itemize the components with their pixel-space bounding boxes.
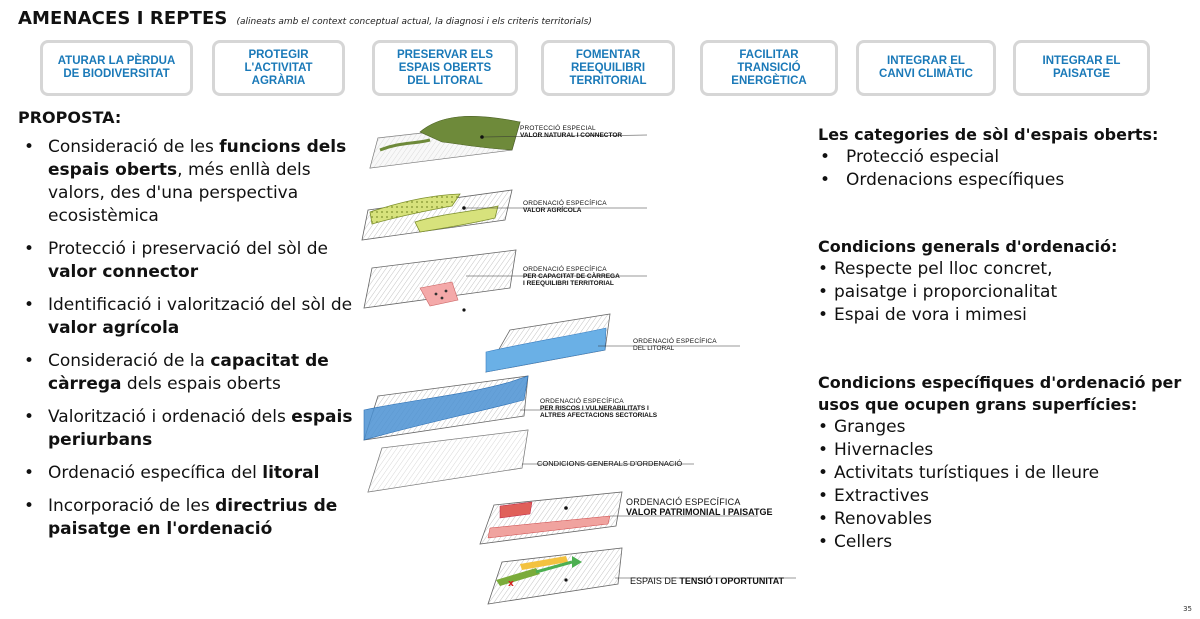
challenge-box-agraria: PROTEGIR L'ACTIVITAT AGRÀRIA [212,40,345,96]
proposta-item: Ordenació específica del litoral [18,462,363,485]
challenge-boxes: ATURAR LA PÈRDUA DE BIODIVERSITAT PROTEG… [40,40,1190,100]
list-item: Renovables [818,508,1198,531]
list-item: Hivernacles [818,439,1198,462]
proposta-item: Valorització i ordenació dels espais per… [18,406,363,452]
layer-stack-illustration: x [361,115,796,605]
challenge-box-climatic: INTEGRAR EL CANVI CLIMÀTIC [856,40,996,96]
categories-list: Protecció especial Ordenacions específiq… [818,146,1198,192]
layer-riscos [363,375,638,441]
layer-capacitat [363,249,647,312]
layer-natural-connector [369,115,648,169]
categories-title: Les categories de sòl d'espais oberts: [818,125,1159,144]
challenge-box-biodiversitat: ATURAR LA PÈRDUA DE BIODIVERSITAT [40,40,193,96]
challenge-box-litoral: PRESERVAR ELS ESPAIS OBERTS DEL LITORAL [372,40,518,96]
challenge-box-paisatge: INTEGRAR EL PAISATGE [1013,40,1150,96]
proposta-item: Incorporació de les directrius de paisat… [18,495,363,541]
proposta-item: Protecció i preservació del sòl de valor… [18,238,363,284]
categories-section: Les categories de sòl d'espais oberts: P… [818,124,1198,192]
list-item: Ordenacions específiques [818,169,1198,192]
list-item: Protecció especial [818,146,1198,169]
list-item: Extractives [818,485,1198,508]
layer-tensio-oportunitat: x [487,547,796,605]
specific-conditions-section: Condicions específiques d'ordenació per … [818,372,1198,554]
svg-text:x: x [508,579,514,589]
slide-title: AMENACES I REPTES [18,8,228,29]
layer-patrimonial-paisatge [479,491,758,545]
page-number: 35 [1183,605,1192,613]
challenge-box-reequilibri: FOMENTAR REEQUILIBRI TERRITORIAL [541,40,675,96]
proposta-item: Consideració de la capacitat de càrrega … [18,350,363,396]
specific-conditions-title: Condicions específiques d'ordenació per … [818,373,1182,414]
layer-litoral [485,313,740,373]
slide-subtitle: (alineats amb el context conceptual actu… [236,17,592,27]
list-item: Activitats turístiques i de lleure [818,462,1198,485]
challenge-box-energetica: FACILITAR TRANSICIÓ ENERGÈTICA [700,40,838,96]
general-conditions-list: Respecte pel lloc concret, paisatge i pr… [818,258,1198,327]
list-item: Granges [818,416,1198,439]
general-conditions-title: Condicions generals d'ordenació: [818,237,1118,256]
layer-label-condicions: CONDICIONS GENERALS D'ORDENACIÓ [537,459,683,468]
list-item: Respecte pel lloc concret, [818,258,1198,281]
list-item: paisatge i proporcionalitat [818,281,1198,304]
list-item: Espai de vora i mimesi [818,304,1198,327]
general-conditions-section: Condicions generals d'ordenació: Respect… [818,236,1198,327]
proposta-list: Consideració de les funcions dels espais… [18,136,363,551]
layer-label-tensio: ESPAIS DE TENSIÓ I OPORTUNITAT [630,576,785,586]
layer-condicions-generals [367,429,694,493]
proposta-title: PROPOSTA: [18,108,122,127]
proposta-item: Consideració de les funcions dels espais… [18,136,363,228]
layer-agricola [361,189,647,241]
list-item: Cellers [818,531,1198,554]
slide-header: AMENACES I REPTES (alineats amb el conte… [18,8,592,29]
proposta-item: Identificació i valorització del sòl de … [18,294,363,340]
specific-conditions-list: Granges Hivernacles Activitats turístiqu… [818,416,1198,554]
